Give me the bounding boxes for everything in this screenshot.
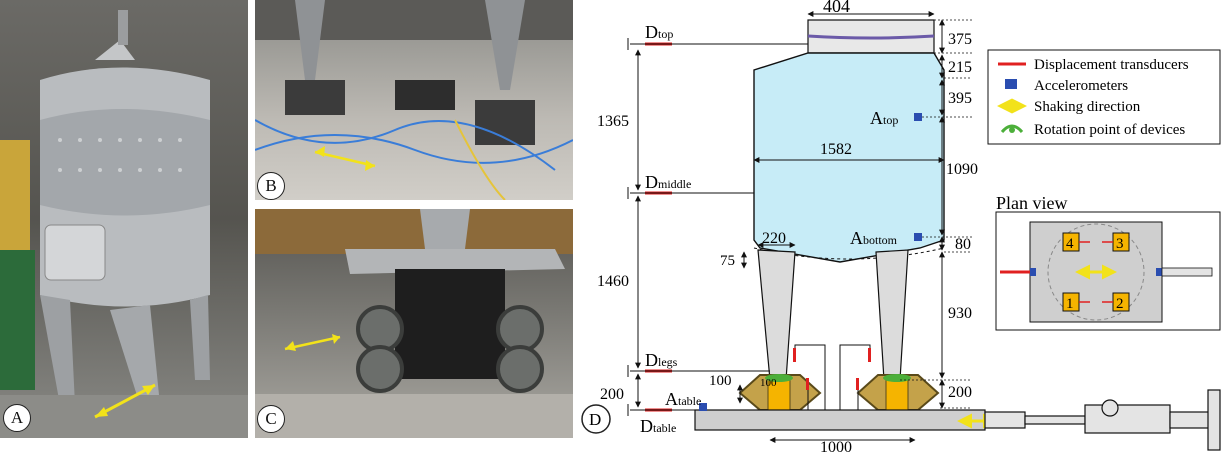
- plan-device-3: 3: [1116, 236, 1124, 252]
- dim-404: 404: [823, 0, 850, 16]
- photo-c-device-closeup: [255, 209, 573, 438]
- dim-395: 395: [948, 90, 972, 107]
- legend-label-rotation: Rotation point of devices: [1034, 122, 1185, 138]
- legend-blue-square-icon: [1005, 79, 1017, 89]
- photo-b-illustration: [255, 0, 573, 200]
- accelerometer-top: [914, 113, 922, 121]
- isolation-device-right: [856, 374, 940, 411]
- tank-leg-right: [875, 249, 909, 381]
- label-a-table: Atable: [665, 389, 701, 409]
- label-d-legs: Dlegs: [645, 350, 678, 370]
- schematic-diagram: Dtop Dmiddle Dlegs Dtable Atop Abottom A…: [581, 0, 1221, 452]
- photo-a-illustration: [0, 10, 248, 438]
- panel-label-b: B: [257, 172, 285, 200]
- legend-label-shaking: Shaking direction: [1034, 99, 1141, 115]
- actuator: [984, 389, 1221, 451]
- legend-green-rotation-icon: [1000, 124, 1024, 134]
- panel-label-d-circle: [581, 404, 611, 434]
- label-d-table: Dtable: [640, 416, 676, 436]
- dim-80: 80: [955, 236, 971, 253]
- dim-100-vertical: 100: [709, 373, 732, 389]
- panel-label-a: A: [3, 404, 31, 432]
- dim-200-right: 200: [948, 384, 972, 401]
- dim-100-device: 100: [760, 377, 777, 389]
- dim-200-left: 200: [600, 386, 624, 403]
- plan-view: Plan view 4 3 1 2: [995, 193, 1221, 331]
- dim-1582: 1582: [820, 141, 852, 158]
- plan-device-2: 2: [1116, 296, 1124, 312]
- plan-device-1: 1: [1066, 296, 1074, 312]
- dim-1000: 1000: [820, 439, 852, 452]
- plan-device-4: 4: [1066, 236, 1074, 252]
- legend: Displacement transducers Accelerometers …: [987, 49, 1221, 145]
- accelerometer-table: [699, 403, 707, 411]
- dim-75: 75: [720, 253, 735, 269]
- dim-1365: 1365: [597, 113, 629, 130]
- photo-c-illustration: [255, 209, 573, 438]
- legend-label-accelerometers: Accelerometers: [1034, 78, 1128, 94]
- label-d-middle: Dmiddle: [645, 172, 691, 192]
- panel-label-d: D: [589, 410, 601, 429]
- dim-375: 375: [948, 31, 972, 48]
- dim-1460: 1460: [597, 273, 629, 290]
- dim-1090: 1090: [946, 161, 978, 178]
- label-a-top: Atop: [870, 108, 898, 128]
- dim-215: 215: [948, 59, 972, 76]
- plan-view-title: Plan view: [996, 193, 1068, 213]
- photo-b-devices: [255, 0, 573, 200]
- label-d-top: Dtop: [645, 22, 673, 42]
- legend-label-transducers: Displacement transducers: [1034, 57, 1189, 73]
- accelerometer-bottom: [914, 233, 922, 241]
- shaking-table: [694, 409, 986, 431]
- label-a-bottom: Abottom: [850, 228, 898, 248]
- leg-transducers: [793, 348, 871, 390]
- photo-a-tank: [0, 0, 248, 438]
- dim-220: 220: [762, 230, 786, 247]
- dim-930: 930: [948, 305, 972, 322]
- isolation-device-left: [738, 374, 822, 411]
- panel-label-c: C: [257, 405, 285, 433]
- tank-leg-left: [757, 249, 796, 381]
